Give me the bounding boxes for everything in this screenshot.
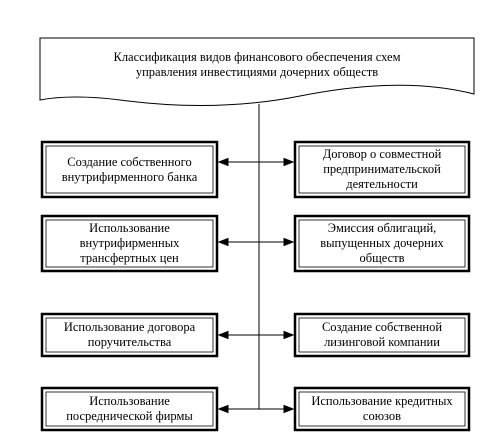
left-box-2-line-2: внутрифирменных bbox=[79, 236, 180, 250]
title-banner-shape bbox=[39, 37, 475, 107]
right-box-3-line-2: лизинговой компании bbox=[324, 335, 440, 349]
left-box-3-line-2: поручительства bbox=[87, 335, 172, 349]
right-box-2-line-1: Эмиссия облигаций, bbox=[327, 221, 437, 235]
left-box-2: Использование внутрифирменных трансфертн… bbox=[46, 220, 213, 267]
right-box-1: Договор о совместной предпринимательской… bbox=[299, 146, 465, 193]
left-box-4-line-1: Использование bbox=[89, 394, 170, 408]
right-box-4: Использование кредитных союзов bbox=[299, 392, 465, 426]
left-box-2-line-1: Использование bbox=[89, 221, 170, 235]
right-box-1-line-3: деятельности bbox=[346, 177, 418, 191]
left-box-3-line-1: Использование договора bbox=[63, 320, 196, 334]
right-box-3-line-1: Создание собственной bbox=[321, 320, 443, 334]
left-box-3: Использование договора поручительства bbox=[46, 318, 213, 352]
title-line-1: Классификация видов финансового обеспече… bbox=[113, 50, 401, 64]
left-box-2-line-3: трансфертных цен bbox=[80, 251, 179, 265]
right-box-4-line-1: Использование кредитных bbox=[311, 394, 453, 408]
left-box-4: Использование посреднической фирмы bbox=[46, 392, 213, 426]
left-box-1-line-2: внутрифирменного банка bbox=[61, 169, 198, 184]
right-box-frames bbox=[293, 140, 471, 432]
left-box-1: Создание собственного внутрифирменного б… bbox=[46, 146, 213, 193]
left-box-1-line-1: Создание собственного bbox=[67, 154, 192, 169]
right-box-4-line-2: союзов bbox=[362, 409, 402, 423]
right-box-1-line-1: Договор о совместной bbox=[322, 147, 442, 161]
right-box-2-line-2: выпущенных дочерних bbox=[320, 236, 444, 250]
left-box-frames bbox=[40, 140, 219, 432]
diagram-title: Классификация видов финансового обеспече… bbox=[52, 50, 462, 80]
left-box-4-line-2: посреднической фирмы bbox=[66, 409, 193, 423]
connector-arrows bbox=[217, 157, 295, 414]
title-line-2: управления инвестициями дочерних обществ bbox=[135, 65, 379, 79]
right-box-2: Эмиссия облигаций, выпущенных дочерних о… bbox=[299, 220, 465, 267]
right-box-1-line-2: предпринимательской bbox=[323, 162, 441, 176]
right-box-2-line-3: обществ bbox=[359, 251, 405, 265]
right-box-3: Создание собственной лизинговой компании bbox=[299, 318, 465, 352]
